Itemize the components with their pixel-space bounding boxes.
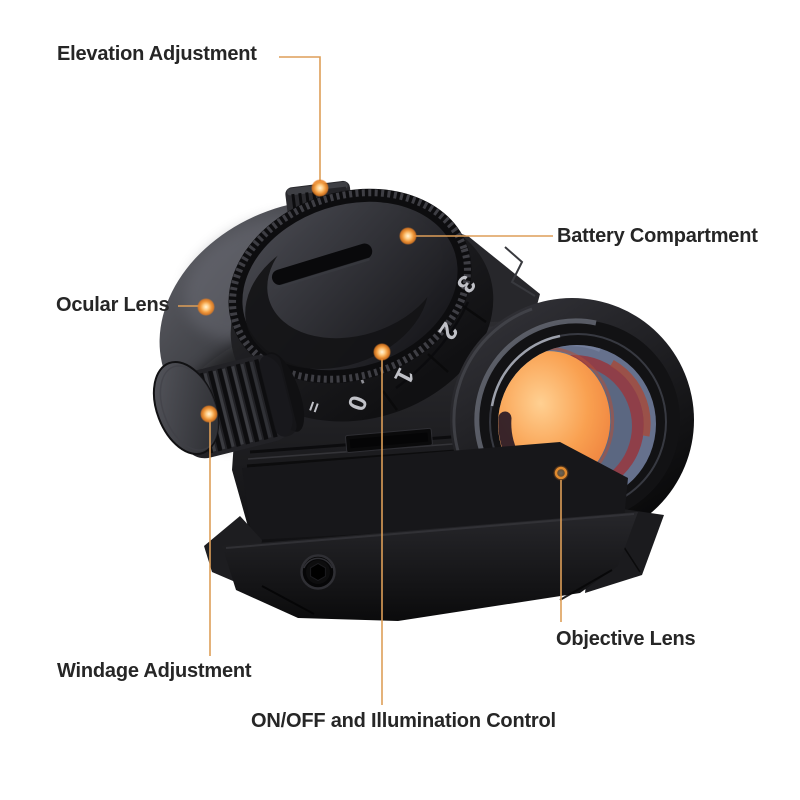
callout-ring-objective-outline xyxy=(554,466,568,480)
label-windage-adjustment: Windage Adjustment xyxy=(57,660,252,682)
label-ocular-lens: Ocular Lens xyxy=(56,294,170,316)
rail-slot xyxy=(345,427,433,453)
callout-dot-battery xyxy=(399,227,417,245)
callout-dot-windage xyxy=(200,405,218,423)
label-elevation-adjustment: Elevation Adjustment xyxy=(57,43,257,65)
callout-dot-elevation xyxy=(311,179,329,197)
label-objective-lens: Objective Lens xyxy=(556,628,696,650)
callout-leaders xyxy=(178,56,562,705)
callout-dot-onoff xyxy=(373,343,391,361)
label-battery-compartment: Battery Compartment xyxy=(557,225,758,247)
callout-dots xyxy=(197,179,569,481)
mount-hex-screw xyxy=(300,554,336,590)
label-onoff-illumination-control: ON/OFF and Illumination Control xyxy=(251,710,556,732)
windage-knob xyxy=(152,352,305,459)
rail-mount-base xyxy=(204,427,638,621)
leader-elevation xyxy=(279,56,321,181)
battery-cap-coin-slot xyxy=(271,243,373,290)
callout-dot-ocular xyxy=(197,298,215,316)
